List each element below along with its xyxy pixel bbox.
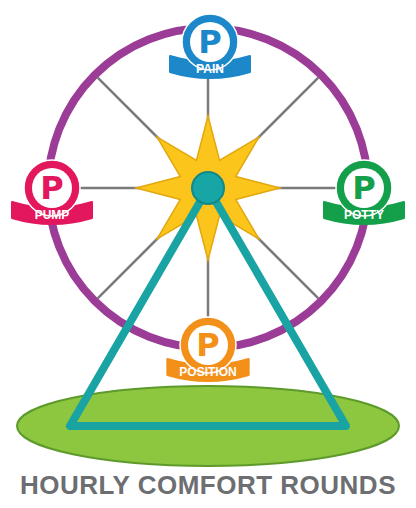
badge-letter: P (196, 329, 219, 361)
badge-label: POTTY (344, 209, 384, 221)
badge-label: PAIN (196, 63, 224, 75)
badge-circle (24, 160, 80, 216)
badge: P POTTY (316, 158, 412, 242)
badge: P PUMP (4, 158, 100, 242)
badge-inner (344, 168, 384, 208)
badge-circle (336, 160, 392, 216)
wheel-stand (70, 188, 346, 426)
badge-inner (190, 22, 230, 62)
wheel-hub (192, 172, 224, 204)
badge-letter: P (352, 172, 375, 204)
star (136, 116, 280, 260)
badge-circle (180, 317, 236, 373)
badge-label: PUMP (35, 209, 70, 221)
badge: P PAIN (162, 12, 258, 96)
badge-letter: P (40, 172, 63, 204)
badge-circle (182, 14, 238, 70)
wheel-rim (48, 28, 368, 348)
badge-label: POSITION (179, 366, 236, 378)
badge: P POSITION (160, 315, 256, 399)
badge-letter: P (198, 26, 221, 58)
title: HOURLY COMFORT ROUNDS (20, 472, 396, 498)
badge-inner (188, 325, 228, 365)
spokes (52, 32, 364, 344)
badge-inner (32, 168, 72, 208)
